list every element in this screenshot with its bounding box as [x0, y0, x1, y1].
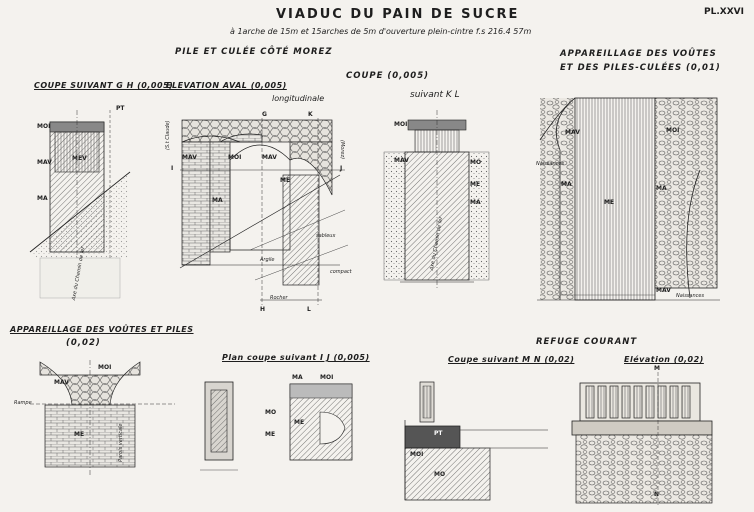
label-pt: PT: [116, 105, 125, 112]
page-title: VIADUC DU PAIN DE SUCRE: [276, 7, 520, 22]
label-ma: MA: [656, 185, 667, 192]
figure-appareillage-top: [537, 97, 720, 301]
label-me: ME: [470, 181, 481, 188]
label-ma: MA: [561, 181, 572, 188]
label-mav: MAV: [565, 129, 580, 136]
heading-elevation-002: Elévation (0,02): [624, 355, 704, 364]
figure-coupe-gh: [29, 110, 131, 300]
label-rampe: Rampe: [14, 400, 32, 406]
label-n: N: [654, 491, 660, 498]
label-j: J: [340, 165, 343, 172]
heading-elevation-aval: ELEVATION AVAL (0,005): [166, 81, 287, 90]
label-moi: MOI: [98, 364, 112, 371]
heading-appareillage-top-2: ET DES PILES-CULÉES (0,01): [560, 63, 721, 73]
label-rocher: Rocher: [270, 295, 288, 301]
label-i: I: [171, 165, 174, 172]
label-mav: MAV: [54, 379, 69, 386]
heading-refuge-courant: REFUGE COURANT: [536, 337, 638, 347]
label-mav: MAV: [37, 159, 52, 166]
plate-number: PL.XXVI: [704, 7, 744, 17]
label-h: H: [260, 306, 266, 313]
heading-appareillage-bottom-1: APPAREILLAGE DES VOÛTES ET PILES: [10, 325, 194, 334]
figure-elevation-refuge: [571, 372, 713, 505]
label-pt: PT: [434, 430, 443, 437]
label-mo: MO: [434, 471, 446, 478]
label-me: ME: [280, 177, 291, 184]
label-moi: MOI: [666, 127, 680, 134]
label-parois-verticale: Parois verticale: [118, 423, 124, 463]
heading-pile-culee: PILE ET CULÉE CÔTÉ MOREZ: [175, 47, 333, 57]
label-me: ME: [74, 431, 85, 438]
page-subtitle: à 1arche de 15m et 15arches de 5m d'ouve…: [230, 27, 532, 36]
label-me: ME: [604, 199, 615, 206]
label-moi: MOI: [37, 123, 51, 130]
heading-plan-coupe-ij: Plan coupe suivant I J (0,005): [222, 353, 370, 362]
label-mav: MAV: [394, 157, 409, 164]
figure-appareillage-bottom: [30, 360, 175, 475]
label-g: G: [262, 111, 267, 118]
label-ma: MA: [292, 374, 303, 381]
label-l: L: [307, 306, 311, 313]
figure-plan-ij: [200, 381, 353, 471]
label-me: ME: [265, 431, 276, 438]
label-st-claude: (S.t Claude): [165, 120, 171, 150]
label-sableux: sableux: [316, 233, 336, 239]
figure-coupe-kl: [383, 110, 490, 290]
label-mo: MO: [265, 409, 277, 416]
heading-appareillage-top-1: APPAREILLAGE DES VOÛTES: [560, 49, 717, 59]
heading-coupe-mn: Coupe suivant M N (0,02): [448, 355, 575, 364]
label-me: ME: [294, 419, 305, 426]
label-m: M: [654, 365, 660, 372]
label-compact: compact: [330, 269, 352, 275]
label-k: K: [308, 111, 313, 118]
figure-coupe-mn: [404, 381, 548, 501]
heading-coupe: COUPE (0,005): [346, 71, 430, 81]
label-ma: MA: [212, 197, 223, 204]
label-moi: MOI: [394, 121, 408, 128]
label-naissances: Naissances: [676, 293, 705, 299]
label-morez: (Morez): [339, 140, 345, 160]
heading-appareillage-bottom-2: (0,02): [66, 338, 101, 348]
heading-longitudinale: longitudinale: [272, 94, 325, 103]
label-argile: Argile: [260, 257, 275, 263]
heading-coupe-gh: COUPE SUIVANT G H (0,005): [34, 81, 174, 90]
figure-elevation-aval: [179, 118, 349, 305]
label-moi: MOI: [320, 374, 334, 381]
label-moi: MOI: [410, 451, 424, 458]
label-mov: MAV: [262, 154, 277, 161]
label-naissances: Naissances: [536, 161, 565, 167]
label-mav: MAV: [182, 154, 197, 161]
label-ma: MA: [37, 195, 48, 202]
heading-suivant-kl: suivant K L: [410, 90, 460, 100]
label-mev: MEV: [72, 155, 87, 162]
label-mav: MAV: [656, 287, 671, 294]
label-ma: MA: [470, 199, 481, 206]
label-mo: MO: [470, 159, 482, 166]
label-moi: MOI: [228, 154, 242, 161]
